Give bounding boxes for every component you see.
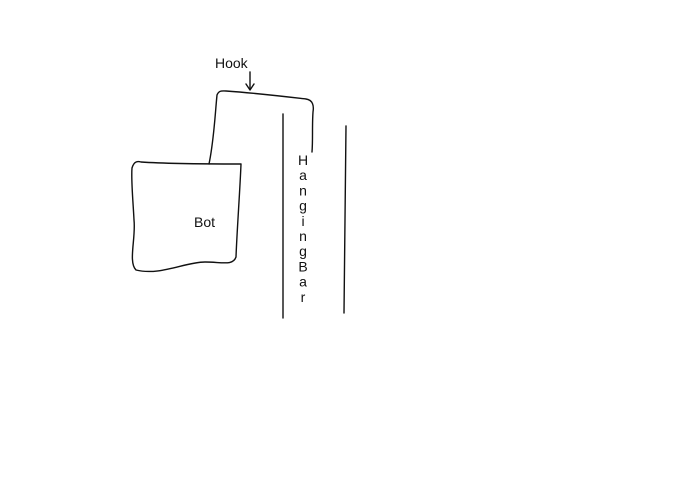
hanging-bar-label-letter: a (299, 167, 307, 183)
hook-arrow-head (245, 83, 255, 91)
hanging-bar-label-letter: i (301, 213, 304, 229)
hook-label: Hook (215, 55, 249, 71)
hanging-bar-label-letter: B (298, 258, 307, 274)
hanging-bar-right-line (343, 125, 347, 314)
hanging-bar-label-letter: r (301, 289, 306, 305)
hook-arm (208, 90, 315, 165)
hanging-bar-label-letter: n (299, 182, 307, 198)
hanging-bar-label-letter: H (298, 152, 308, 168)
bot-label: Bot (194, 214, 215, 230)
hanging-bar-label-letter: n (299, 228, 307, 244)
hanging-bar-label-letter: g (299, 243, 307, 259)
hanging-bar-label-letter: a (299, 274, 307, 290)
hanging-bar-label-letter: g (299, 198, 307, 214)
bot-box (131, 160, 242, 273)
